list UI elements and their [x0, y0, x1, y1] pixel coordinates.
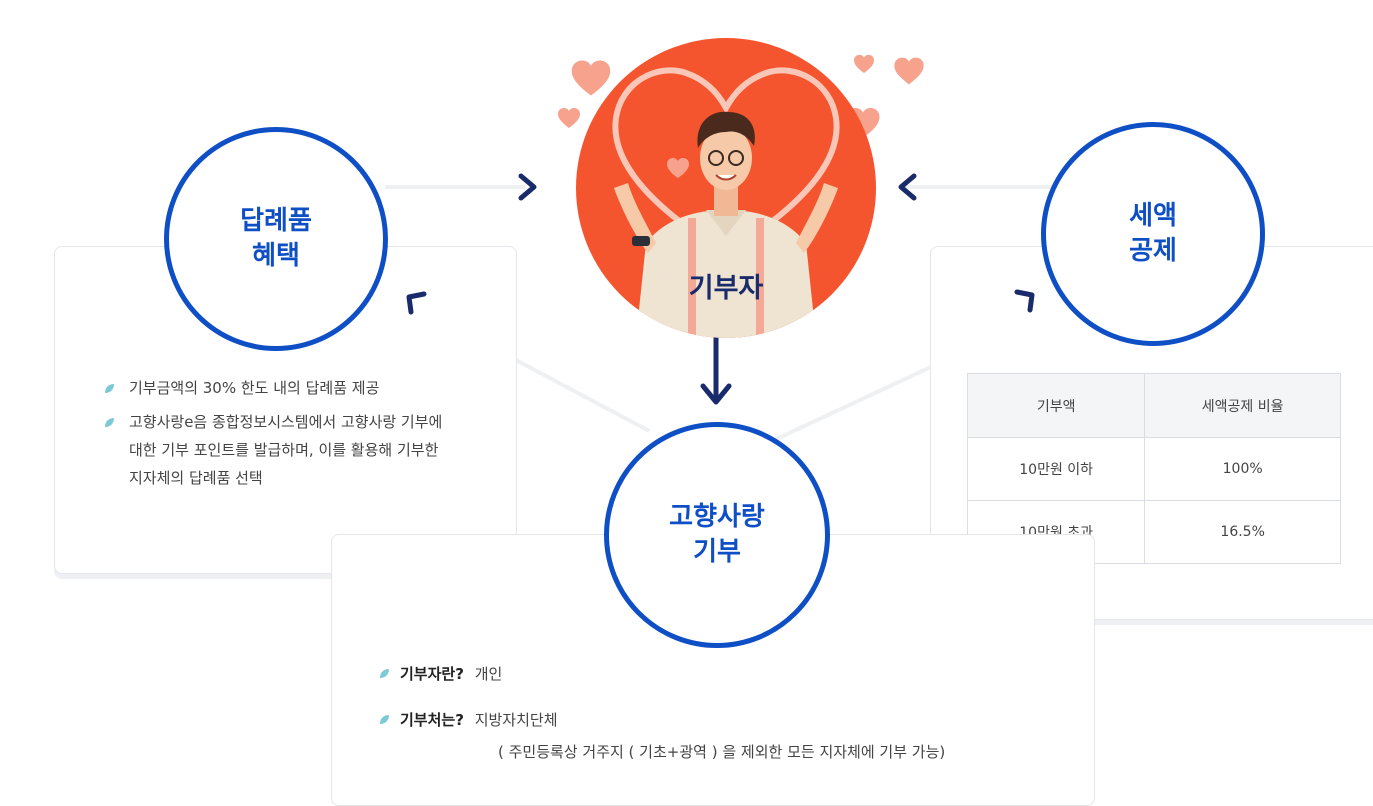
- leaf-bullet-icon: [105, 418, 114, 427]
- heart-icon: [854, 54, 874, 74]
- connector-left-top: [385, 185, 525, 189]
- list-item: 기부금액의 30% 한도 내의 답례품 제공: [103, 374, 448, 402]
- donor-circle: 기부자: [576, 38, 876, 338]
- leaf-bullet-icon: [380, 715, 389, 724]
- leaf-bullet-icon: [380, 669, 389, 678]
- leaf-bullet-icon: [105, 384, 114, 393]
- connector-right-top: [905, 185, 1055, 189]
- list-item: 고향사랑e음 종합정보시스템에서 고향사랑 기부에 대한 기부 포인트를 발급하…: [103, 408, 448, 492]
- rewards-circle: 답례품 혜택: [164, 127, 388, 351]
- arrow-down-icon: [700, 334, 732, 405]
- heart-icon: [894, 57, 924, 85]
- heart-icon: [558, 108, 580, 128]
- arrow-right-icon: [518, 173, 537, 201]
- arrow-up-left-icon: [406, 291, 427, 315]
- tax-table: 기부액 세액공제 비율 10만원 이하 100% 10만원 초과 16.5%: [966, 373, 1341, 564]
- recipient-row: 기부처는? 지방자치단체: [378, 709, 558, 730]
- recipient-note: ( 주민등록상 거주지 ( 기초+광역 ) 을 제외한 모든 지자체에 기부 가…: [498, 743, 946, 761]
- donor-row: 기부자란? 개인: [378, 663, 502, 684]
- donor-label: 기부자: [688, 273, 764, 304]
- tax-circle: 세액 공제: [1041, 122, 1265, 346]
- arrow-left-icon: [898, 173, 917, 201]
- arrow-up-right-icon: [1014, 289, 1035, 313]
- table-header: 세액공제 비율: [1144, 373, 1341, 438]
- heart-icon: [571, 60, 611, 96]
- table-row: 10만원 이하 100%: [966, 437, 1341, 501]
- hometown-donation-circle: 고향사랑 기부: [604, 422, 830, 648]
- table-header: 기부액: [966, 373, 1146, 438]
- donor-illustration: [612, 67, 840, 338]
